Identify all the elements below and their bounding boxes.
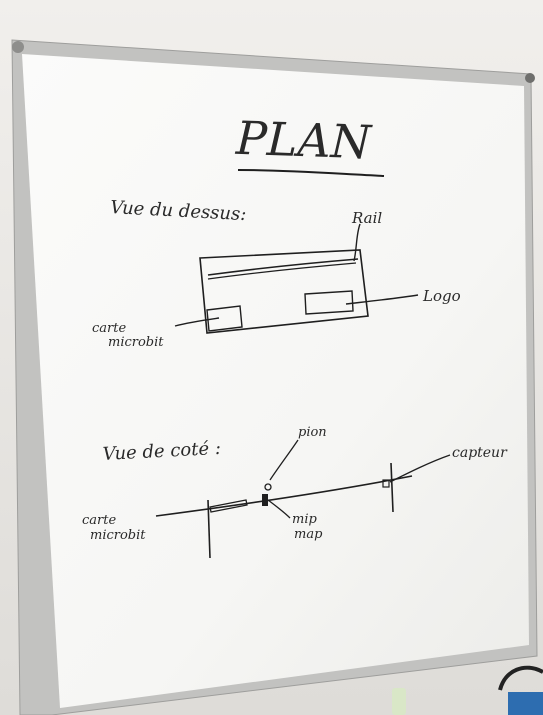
side-view-right-leg xyxy=(390,462,394,513)
side-view-card-box xyxy=(209,499,248,513)
capteur-marker xyxy=(382,479,390,488)
pion-label: pion xyxy=(298,425,327,440)
top-card-pointer xyxy=(174,317,220,327)
blue-box xyxy=(508,692,543,715)
bottle xyxy=(392,688,406,715)
top-card-label-line1: carte xyxy=(92,321,126,336)
board-surface xyxy=(22,54,529,708)
frame-corner-cap-left xyxy=(12,41,24,53)
rail-label: Rail xyxy=(351,209,382,227)
top-view-board-outline xyxy=(199,249,369,334)
top-card-label-line2: microbit xyxy=(108,335,164,350)
pion-marker xyxy=(264,483,272,491)
top-view-card-box xyxy=(206,305,243,332)
side-card-label-line2: microbit xyxy=(90,528,146,543)
pion-pointer xyxy=(269,439,299,481)
capteur-label: capteur xyxy=(452,445,508,461)
plan-title: PLAN xyxy=(234,111,374,170)
rail-line xyxy=(207,258,359,276)
logo-label: Logo xyxy=(422,287,461,305)
side-card-label-line1: carte xyxy=(82,513,116,528)
side-view-rail-line xyxy=(155,475,413,517)
logo-pointer xyxy=(345,294,419,305)
rail-arrow xyxy=(353,223,361,262)
cable xyxy=(498,665,543,691)
side-view-left-leg xyxy=(207,499,211,559)
rail-line-2 xyxy=(207,262,357,280)
side-view-mip-block xyxy=(262,494,268,506)
mip-pointer xyxy=(267,499,291,519)
capteur-pointer xyxy=(389,454,451,483)
top-view-logo-box xyxy=(304,290,354,315)
frame-corner-cap-right xyxy=(525,73,535,83)
title-underline xyxy=(237,169,385,177)
mip-label-line1: mip xyxy=(292,512,317,527)
mip-label-line2: map xyxy=(294,527,323,542)
